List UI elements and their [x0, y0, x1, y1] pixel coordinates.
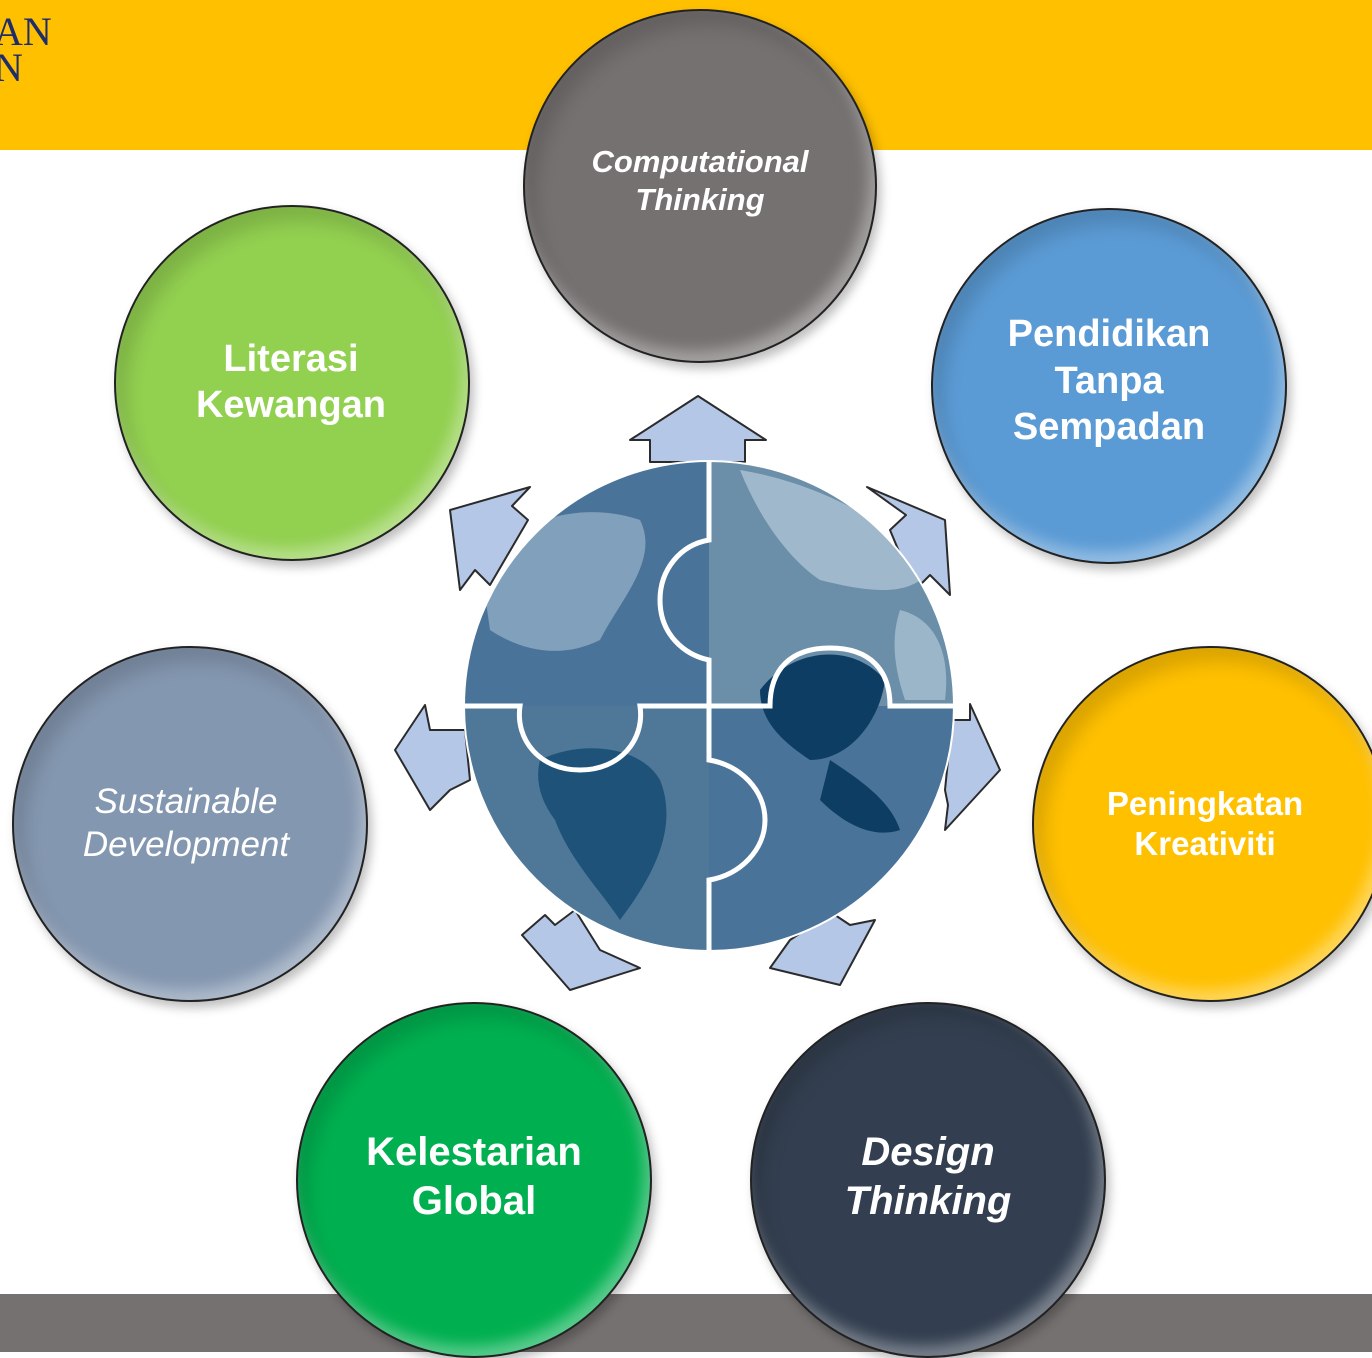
arrow-lower-left-icon — [521, 909, 641, 991]
node-literasi-kewangan: Literasi Kewangan — [114, 205, 470, 561]
logo-line-1: AN — [0, 9, 52, 54]
node-peningkatan-kreativiti: Peningkatan Kreativiti — [1032, 646, 1372, 1002]
node-label: Kelestarian Global — [366, 1130, 582, 1223]
node-label: Pendidikan Tanpa Sempadan — [1007, 313, 1211, 449]
logo-line-2: N — [0, 45, 23, 90]
arrow-upper-left-icon — [449, 486, 531, 591]
node-label: Sustainable Development — [82, 782, 290, 864]
node-label: Peningkatan Kreativiti — [1106, 784, 1304, 862]
logo-text: AN N — [0, 9, 52, 90]
node-label: Computational Thinking — [591, 144, 809, 217]
footer-band — [0, 1294, 1372, 1352]
node-computational-thinking: Computational Thinking — [523, 9, 877, 363]
arrow-left-icon — [394, 704, 471, 811]
node-design-thinking: Design Thinking — [750, 1002, 1106, 1358]
node-label: Literasi Kewangan — [195, 337, 387, 426]
node-label: Design Thinking — [844, 1130, 1012, 1223]
arrow-lower-right-icon — [769, 914, 876, 986]
arrows — [394, 395, 1001, 991]
arrow-right-icon — [944, 703, 1001, 831]
node-kelestarian-global: Kelestarian Global — [296, 1002, 652, 1358]
arrow-up-icon — [629, 395, 767, 463]
globe-puzzle-icon — [463, 460, 955, 952]
node-sustainable-development: Sustainable Development — [12, 646, 368, 1002]
node-pendidikan-tanpa-sempadan: Pendidikan Tanpa Sempadan — [931, 208, 1287, 564]
